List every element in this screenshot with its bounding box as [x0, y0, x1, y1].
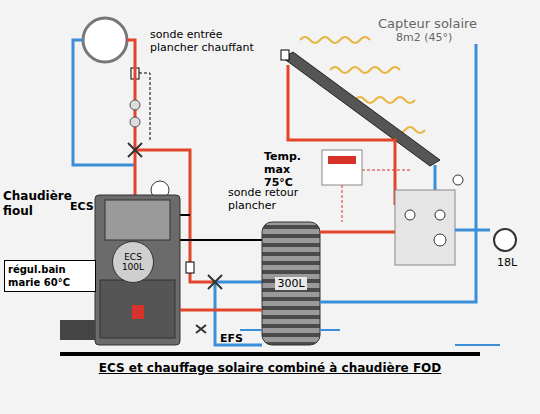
node-box: 300L — [262, 222, 320, 345]
thermometer — [405, 210, 415, 220]
three-way-valve — [208, 275, 222, 289]
solar-flow — [288, 65, 395, 205]
node-text: 300L — [275, 277, 306, 290]
sun-rays — [300, 37, 425, 133]
node-box: régul.bain marie 60°C — [4, 260, 96, 292]
pipe-drain — [455, 344, 500, 346]
pipe-ecs — [180, 214, 190, 216]
expansion-vessel — [494, 229, 516, 251]
label-text: sonde retour plancher — [228, 186, 316, 212]
pipe-return — [215, 281, 262, 284]
decor-shape — [355, 97, 415, 103]
gauge — [453, 175, 463, 185]
pipe-return — [215, 282, 262, 345]
base-line — [60, 352, 480, 356]
solar-panel — [283, 52, 440, 166]
valve — [130, 117, 140, 127]
node-text: 8m2 (45°) — [396, 31, 482, 44]
node-text: Capteur solaire — [378, 16, 482, 31]
pipe-connector — [180, 309, 262, 312]
pipe-return — [73, 40, 135, 165]
solar-station — [395, 190, 455, 265]
label-text: Temp. max 75°C — [264, 150, 322, 189]
controller-display — [328, 156, 356, 164]
node-text: ECS 100L — [118, 252, 148, 272]
node-box: Chaudière fioulECS 100L — [95, 195, 180, 345]
floor-heating-symbol — [83, 18, 127, 62]
three-way-valve — [128, 143, 142, 157]
sensor-wire — [139, 73, 150, 140]
node-text: 18L — [490, 256, 524, 269]
pipe-vessel — [455, 229, 490, 232]
burner-housing — [100, 280, 175, 338]
valve — [196, 325, 206, 333]
solar-flow — [320, 231, 395, 234]
decor-shape — [300, 37, 370, 43]
thermometer — [435, 210, 445, 220]
boiler-body — [95, 195, 180, 345]
pipe-connector — [320, 44, 476, 302]
ecs-cylinder — [105, 200, 170, 240]
pump — [434, 234, 446, 246]
label-text: sonde entrée plancher chauffant — [150, 28, 262, 54]
flame-window — [132, 305, 144, 319]
burner — [60, 320, 95, 340]
sensor-wire — [180, 239, 262, 241]
node-box: 18L — [490, 256, 524, 269]
sensor — [186, 262, 194, 273]
decor-shape — [330, 67, 400, 73]
node-box: ECS 100L — [112, 241, 154, 283]
sensor — [281, 50, 289, 60]
caption-text: ECS et chauffage solaire combiné à chaud… — [0, 362, 540, 375]
valve — [130, 100, 140, 110]
label-text: EFS — [220, 332, 250, 345]
node-box: Capteur solaire8m2 (45°) — [378, 16, 482, 44]
storage-tank — [262, 222, 320, 345]
pipe-cold — [240, 329, 340, 331]
label-text: ECS — [70, 200, 100, 213]
solar-controller — [322, 150, 362, 185]
node-text: régul.bain marie 60°C — [8, 263, 92, 289]
